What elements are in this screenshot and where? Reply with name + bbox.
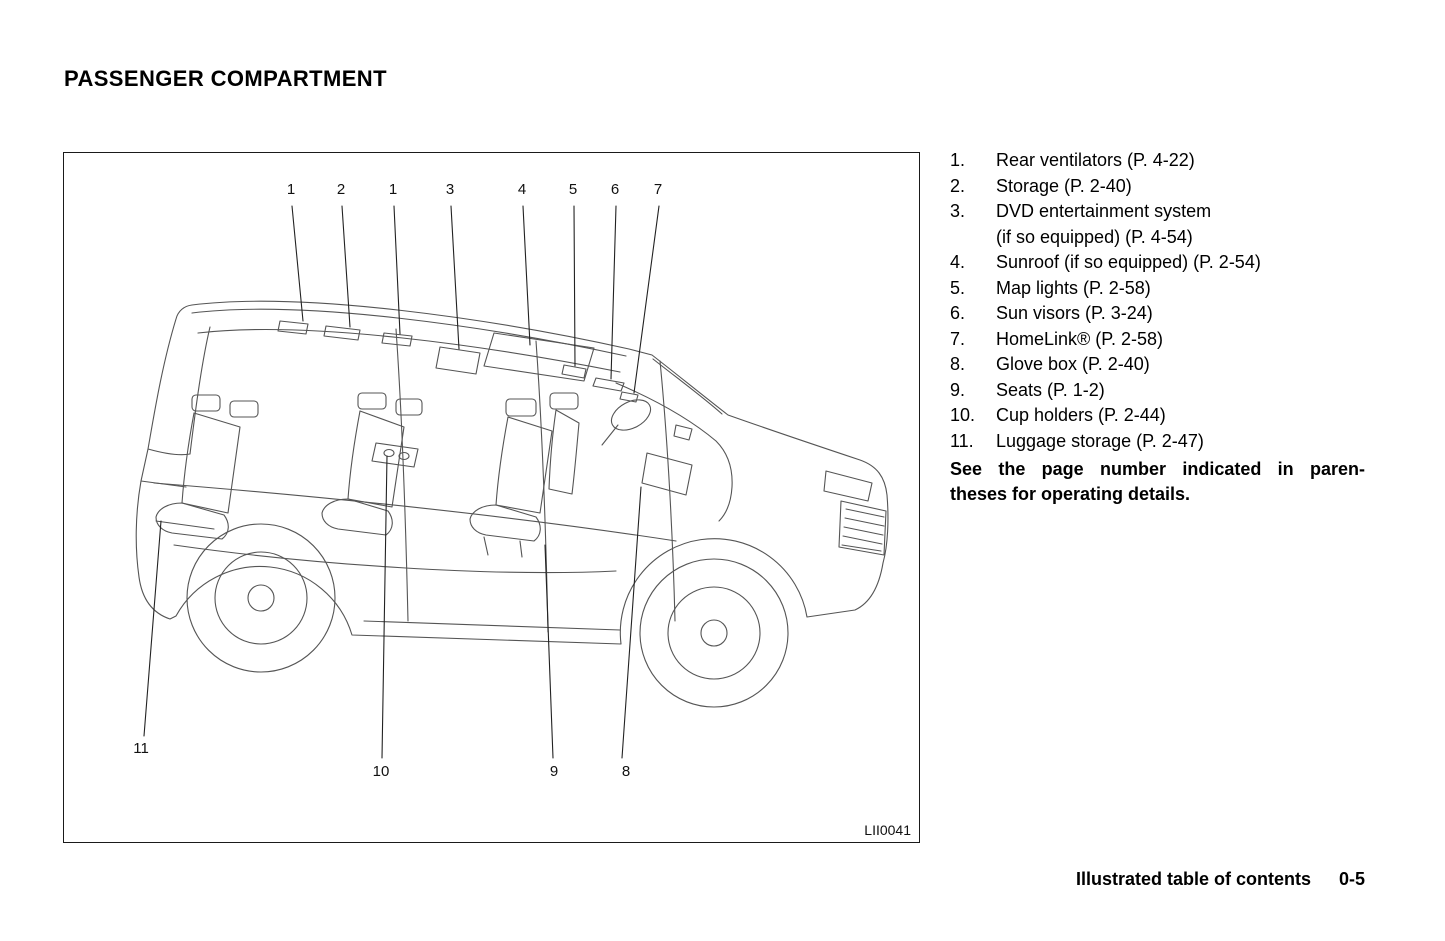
legend-item: 5. Map lights (P. 2-58) xyxy=(950,276,1365,302)
legend-item-number: 5. xyxy=(950,277,966,298)
legend-item-text: DVD entertainment system (if so equipped… xyxy=(996,201,1212,247)
figure-callout: 9 xyxy=(549,763,559,780)
figure-callout: 4 xyxy=(517,181,527,198)
legend-list: 1. Rear ventilators (P. 4-22) 2. Storage… xyxy=(950,148,1365,506)
footer-page-number: 0-5 xyxy=(1338,869,1365,889)
legend-item-text: Sunroof (if so equipped) (P. 2-54) xyxy=(996,252,1261,272)
legend-item: 7. HomeLink® (P. 2-58) xyxy=(950,327,1365,353)
legend-item: 3. DVD entertainment system (if so equip… xyxy=(950,199,1365,250)
figure-callout: 2 xyxy=(336,181,346,198)
legend-note-line2: theses for operating details. xyxy=(950,483,1191,504)
legend-item-number: 11. xyxy=(950,430,974,451)
legend-item: 10. Cup holders (P. 2-44) xyxy=(950,403,1365,429)
legend-item: 8. Glove box (P. 2-40) xyxy=(950,352,1365,378)
legend-item-text: Rear ventilators (P. 4-22) xyxy=(996,150,1195,170)
figure-callout: 1 xyxy=(388,181,398,198)
vehicle-figure-box: 1 2 1 3 4 5 6 7 11 10 9 8 LII0041 xyxy=(63,152,920,843)
legend-item: 4. Sunroof (if so equipped) (P. 2-54) xyxy=(950,250,1365,276)
figure-code: LII0041 xyxy=(864,822,911,838)
legend-item-text: Seats (P. 1-2) xyxy=(996,379,1105,400)
legend-item-number: 7. xyxy=(950,328,966,349)
legend-item-number: 4. xyxy=(950,252,966,272)
figure-callout: 7 xyxy=(653,181,663,198)
figure-callout: 3 xyxy=(445,181,455,198)
legend-item-number: 1. xyxy=(950,150,966,170)
legend-item-number: 9. xyxy=(950,379,966,400)
legend-item-text: Cup holders (P. 2-44) xyxy=(996,405,1166,425)
page-title: PASSENGER COMPARTMENT xyxy=(64,66,387,91)
legend-item-text: Sun visors (P. 3-24) xyxy=(996,303,1153,323)
legend-item-text: Glove box (P. 2-40) xyxy=(996,354,1150,374)
legend-item: 9. Seats (P. 1-2) xyxy=(950,378,1365,404)
car-body-outline xyxy=(135,300,889,645)
page-footer: Illustrated table of contents 0-5 xyxy=(1076,869,1365,890)
legend-item-text: Storage (P. 2-40) xyxy=(996,175,1132,196)
legend-item: 11. Luggage storage (P. 2-47) xyxy=(950,429,1365,455)
legend-item: 1. Rear ventilators (P. 4-22) xyxy=(950,148,1365,174)
figure-callout: 10 xyxy=(372,763,390,780)
suv-cutaway-drawing xyxy=(135,205,889,759)
legend-item-number: 2. xyxy=(950,175,966,196)
legend-item: 2. Storage (P. 2-40) xyxy=(950,174,1365,200)
legend-item-text: HomeLink® (P. 2-58) xyxy=(996,328,1164,349)
callout-leader-lines xyxy=(143,205,660,759)
legend-item-text: Map lights (P. 2-58) xyxy=(996,277,1151,298)
legend-item-number: 6. xyxy=(950,303,966,323)
figure-callout: 5 xyxy=(568,181,578,198)
dashboard-steering xyxy=(601,382,733,522)
legend-item-number: 8. xyxy=(950,354,966,374)
footer-section-label: Illustrated table of contents xyxy=(1075,869,1311,889)
legend-item: 6. Sun visors (P. 3-24) xyxy=(950,301,1365,327)
figure-callout: 8 xyxy=(621,763,631,780)
legend-note-line1: See the page number indicated in paren- xyxy=(950,459,1365,479)
legend-item-text: Luggage storage (P. 2-47) xyxy=(996,430,1204,451)
figure-callout: 11 xyxy=(133,740,149,757)
legend-note: See the page number indicated in paren- … xyxy=(950,457,1365,506)
figure-callout: 6 xyxy=(610,181,620,198)
wheels xyxy=(186,523,789,708)
legend-item-number: 10. xyxy=(950,405,976,425)
interior-seats xyxy=(155,392,617,574)
ceiling-components xyxy=(277,320,639,403)
figure-callout: 1 xyxy=(286,181,296,198)
legend-item-number: 3. xyxy=(950,201,966,221)
